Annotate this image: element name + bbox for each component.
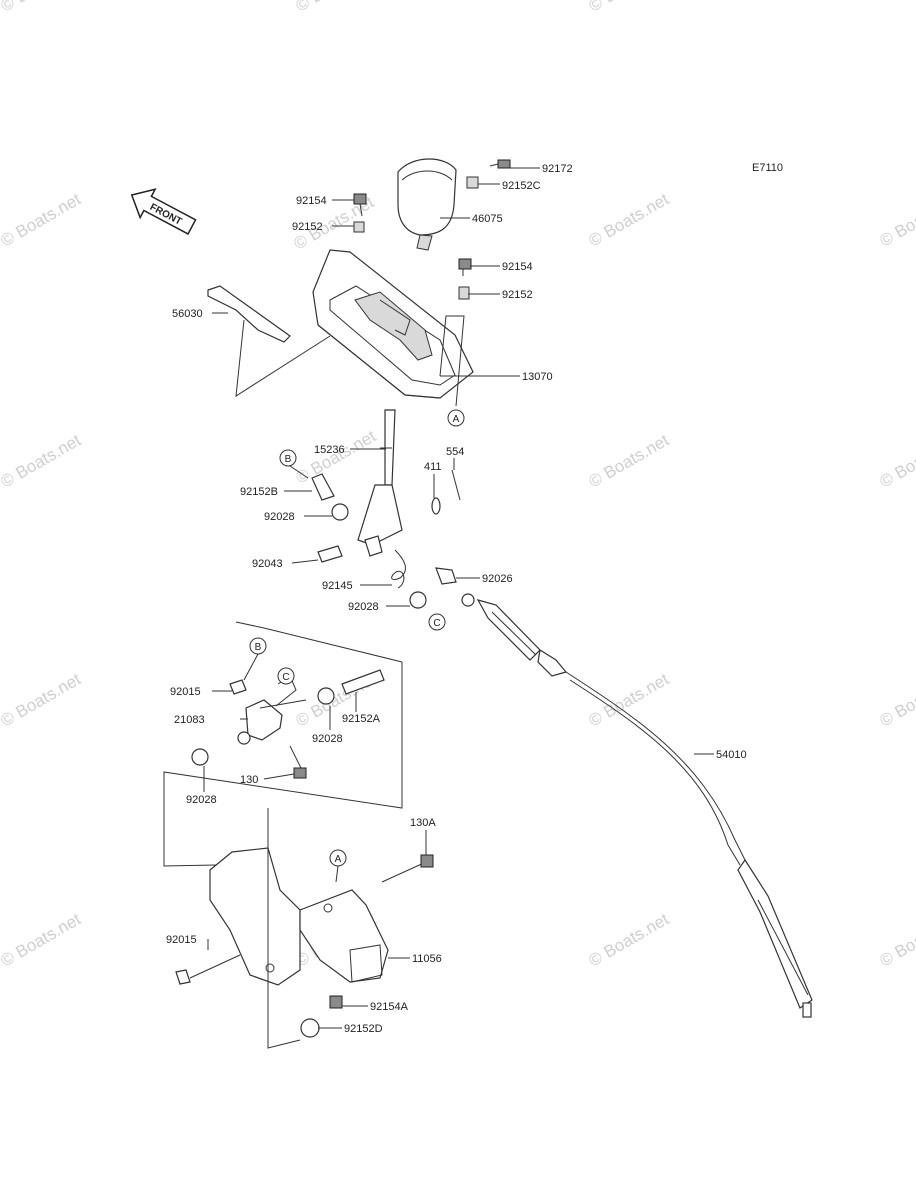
bushing-92028-c <box>317 687 335 705</box>
bolt-130a <box>381 854 434 883</box>
bolt-92154a <box>329 995 343 1009</box>
bolt-92154-right <box>458 258 472 276</box>
callout-a-lower: A <box>329 849 347 867</box>
label-92028-d: 92028 <box>186 794 217 806</box>
diagram-code: E7110 <box>752 162 783 174</box>
label-130: 130 <box>240 774 258 786</box>
watermark-group: © Boats.net © Boats.net © Boats.net © Bo… <box>0 0 916 970</box>
collar-92152b <box>311 473 335 501</box>
collar-92145-a <box>364 535 383 557</box>
watermark: © Boats.net <box>586 909 673 970</box>
shift-knob <box>397 158 457 251</box>
watermark: © Boats.net <box>586 430 673 491</box>
watermark: © Boats.net <box>0 189 84 250</box>
svg-text:C: C <box>433 618 440 629</box>
screw-92172 <box>489 159 511 169</box>
bracket-56030 <box>207 285 331 397</box>
clip-92026 <box>435 567 457 585</box>
frame-outline-lower <box>267 808 301 1049</box>
callout-a-upper: A <box>447 409 465 427</box>
watermark: © Boats.net <box>586 189 673 250</box>
collar-92152c <box>466 176 479 189</box>
bushing-92028-a <box>331 503 349 521</box>
bushing-92028-d <box>191 748 209 766</box>
label-92154-right: 92154 <box>502 261 533 273</box>
nut-92015-b <box>175 969 191 985</box>
label-92154a: 92154A <box>370 1001 409 1013</box>
svg-text:B: B <box>255 642 262 653</box>
label-13070: 13070 <box>522 371 553 383</box>
pivot-21083 <box>237 699 283 745</box>
callout-c-upper: C <box>428 613 446 631</box>
spring-92145 <box>391 549 406 589</box>
label-92028-c: 92028 <box>312 733 343 745</box>
label-92043: 92043 <box>252 558 283 570</box>
label-92172: 92172 <box>542 163 573 175</box>
label-21083: 21083 <box>174 714 205 726</box>
nut-92015-a <box>229 679 247 695</box>
svg-text:A: A <box>335 854 342 865</box>
bolt-92154-top <box>353 193 367 217</box>
label-92026: 92026 <box>482 573 513 585</box>
label-130a: 130A <box>410 817 436 829</box>
svg-text:A: A <box>453 414 460 425</box>
shift-cable <box>461 593 813 1018</box>
washer-411 <box>431 497 441 515</box>
collar-92152a <box>341 669 385 695</box>
label-554: 554 <box>446 446 464 458</box>
frame-outline <box>163 662 403 867</box>
watermark: © Boats.net <box>877 430 916 491</box>
front-arrow-icon: FRONT <box>130 188 197 235</box>
label-92145: 92145 <box>322 580 353 592</box>
label-92015-b: 92015 <box>166 934 197 946</box>
svg-text:B: B <box>285 454 292 465</box>
label-92028-b: 92028 <box>348 601 379 613</box>
collar-92152-top <box>353 221 365 233</box>
watermark: © Boats.net <box>586 0 673 15</box>
leader-lines <box>189 167 714 1029</box>
label-92152d: 92152D <box>344 1023 383 1035</box>
watermark: © Boats.net <box>0 0 84 15</box>
label-15236: 15236 <box>314 444 345 456</box>
label-92152c: 92152C <box>502 180 541 192</box>
watermark: © Boats.net <box>293 0 380 15</box>
leader-b-lower <box>235 621 403 663</box>
label-11056: 11056 <box>412 953 442 965</box>
watermark: © Boats.net <box>0 669 84 730</box>
callout-b-lower: B <box>249 637 267 655</box>
watermark: © Boats.net <box>0 430 84 491</box>
bushing-92028-b <box>409 591 427 609</box>
watermark: © Boats.net <box>877 189 916 250</box>
label-92028-a: 92028 <box>264 511 295 523</box>
label-92152-top: 92152 <box>292 221 323 233</box>
watermark: © Boats.net <box>877 909 916 970</box>
label-46075: 46075 <box>472 213 503 225</box>
collar-92152d <box>300 1018 320 1038</box>
callout-c-lower: C <box>277 667 295 685</box>
label-92152a: 92152A <box>342 713 381 725</box>
callout-b-upper: B <box>279 449 297 467</box>
pin-92043 <box>317 545 343 563</box>
label-92154-top: 92154 <box>296 195 327 207</box>
shift-lever <box>357 409 403 546</box>
label-92152b: 92152B <box>240 486 278 498</box>
watermark: © Boats.net <box>0 909 84 970</box>
label-92015-a: 92015 <box>170 686 201 698</box>
svg-text:C: C <box>282 672 289 683</box>
bolt-130 <box>289 745 307 779</box>
part-labels: 92172 92152C 46075 92154 92152 92154 921… <box>166 163 747 1035</box>
watermark: © Boats.net <box>293 426 380 487</box>
label-92152-right: 92152 <box>502 289 533 301</box>
bracket-11056 <box>209 847 389 986</box>
collar-92152-right <box>458 286 470 300</box>
label-411: 411 <box>424 461 442 473</box>
watermark: © Boats.net <box>586 669 673 730</box>
label-56030: 56030 <box>172 308 203 320</box>
watermark: © Boats.net <box>877 669 916 730</box>
pin-554 <box>451 469 461 501</box>
shift-console <box>312 249 474 399</box>
label-54010: 54010 <box>716 749 747 761</box>
